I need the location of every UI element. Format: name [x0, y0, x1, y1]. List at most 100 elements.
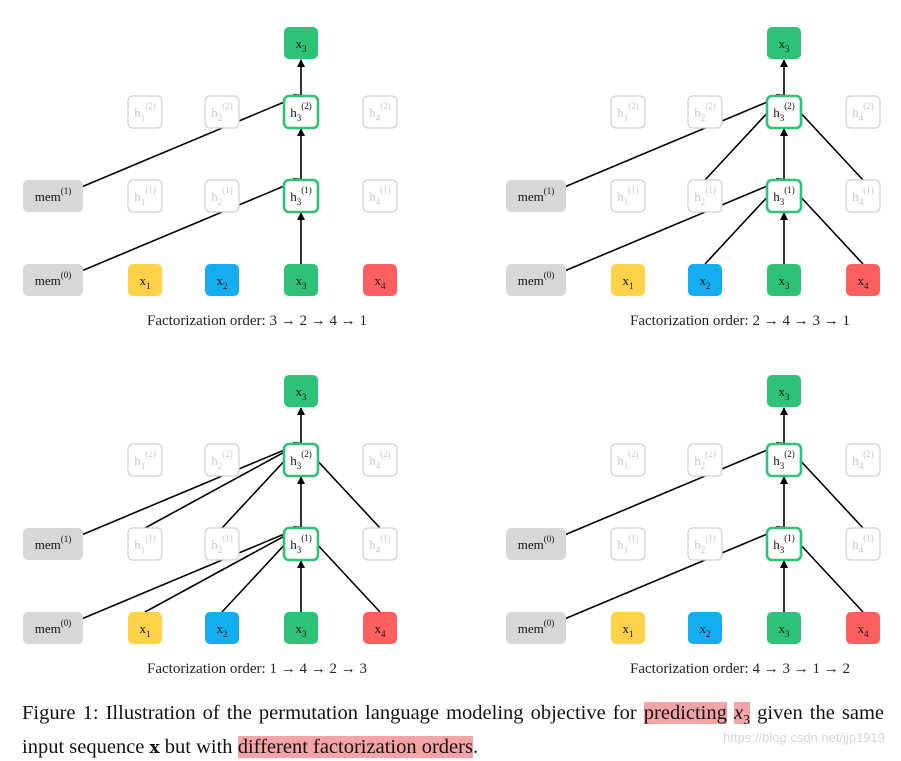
input-token-x2 [688, 264, 722, 296]
hidden-h2-2-label: h2(2) [694, 449, 716, 471]
hidden-h1-2-label: h2(1) [211, 185, 233, 207]
factorization-order-text: Factorization order: 2 → 4 → 3 → 1 [630, 313, 850, 329]
hidden-h1-2-box [687, 527, 723, 561]
hidden-h2-1-box [610, 95, 646, 129]
hidden-h2-4-box [845, 443, 881, 477]
hidden-h2-3-box [765, 442, 803, 478]
output-token-box [767, 375, 801, 407]
mem-upper-label: mem(1) [518, 186, 555, 204]
mem-upper-box [506, 180, 566, 212]
hidden-h2-4-label: h4(2) [852, 101, 874, 123]
edge-layer2-mem1 [561, 442, 785, 537]
hidden-h1-1-label: h1(1) [134, 533, 156, 555]
hidden-h1-4-box [362, 527, 398, 561]
mem-lower-label: mem(0) [518, 270, 555, 288]
input-label-x2: x2 [217, 273, 228, 291]
hidden-h2-4-label: h4(2) [369, 101, 391, 123]
mem-upper-box [23, 180, 83, 212]
mem-lower-box [506, 612, 566, 644]
input-token-x1 [128, 612, 162, 644]
hidden-h2-2-label: h2(2) [211, 449, 233, 471]
hidden-h1-3-label: h3(1) [290, 533, 312, 555]
hidden-h1-2-label: h2(1) [694, 185, 716, 207]
diagram-panel-1: mem(0)mem(1)x1h1(1)h1(2)x2h2(1)h2(2)x3h3… [23, 27, 398, 329]
output-token-label: x3 [296, 384, 308, 402]
input-token-x3 [284, 612, 318, 644]
input-token-x1 [611, 612, 645, 644]
caption-math-sub: 3 [743, 713, 751, 729]
hidden-h2-3-box [282, 442, 320, 478]
hidden-h2-2-box [687, 443, 723, 477]
output-token-box [284, 27, 318, 59]
hidden-h2-3-box [765, 94, 803, 130]
hidden-h1-3-box [282, 526, 320, 562]
hidden-h1-3-box [765, 526, 803, 562]
caption-prefix: Figure 1: Illustration of the permutatio… [22, 702, 644, 724]
hidden-h2-2-box [687, 95, 723, 129]
diagram-panel-4: mem(0)mem(0)x1h1(1)h1(2)x2h2(1)h2(2)x3h3… [506, 375, 881, 677]
hidden-h1-2-box [204, 179, 240, 213]
watermark: https://blog.csdn.net/jjp1919 [723, 730, 885, 745]
hidden-h2-3-box [282, 94, 320, 130]
hidden-h2-1-label: h1(2) [617, 449, 639, 471]
hidden-h1-4-label: h4(1) [852, 533, 874, 555]
mem-upper-label: mem(1) [35, 534, 72, 552]
hidden-h1-2-label: h2(1) [211, 533, 233, 555]
edge-layer2-h1 [144, 442, 302, 529]
mem-upper-box [506, 528, 566, 560]
hidden-h1-1-box [127, 179, 163, 213]
hidden-h1-1-box [127, 527, 163, 561]
input-label-x1: x1 [140, 621, 151, 639]
input-token-x3 [767, 612, 801, 644]
output-token-label: x3 [779, 36, 791, 54]
input-label-x1: x1 [623, 273, 634, 291]
input-token-x2 [205, 612, 239, 644]
hidden-h2-3-label: h3(2) [773, 101, 795, 123]
caption-mid: given the same input sequence [22, 702, 884, 759]
output-token-box [767, 27, 801, 59]
hidden-h2-1-box [610, 443, 646, 477]
input-token-x2 [688, 612, 722, 644]
hidden-h1-3-box [282, 178, 320, 214]
hidden-h2-4-box [845, 95, 881, 129]
figure-caption: Figure 1: Illustration of the permutatio… [22, 700, 884, 761]
output-token-box [284, 375, 318, 407]
hidden-h1-3-label: h3(1) [773, 185, 795, 207]
mem-lower-box [506, 264, 566, 296]
diagram-panel-3: mem(0)mem(1)x1h1(1)h1(2)x2h2(1)h2(2)x3h3… [23, 375, 398, 677]
edge-layer2-mem1 [78, 94, 302, 189]
input-label-x4: x4 [375, 273, 387, 291]
hidden-h2-4-box [362, 443, 398, 477]
input-token-x4 [363, 612, 397, 644]
input-token-x4 [846, 612, 880, 644]
input-label-x1: x1 [623, 621, 634, 639]
hidden-h1-1-label: h1(1) [617, 533, 639, 555]
hidden-h1-4-label: h4(1) [369, 533, 391, 555]
edge-layer2-mem1 [561, 94, 785, 189]
output-token-label: x3 [296, 36, 308, 54]
mem-upper-box [23, 528, 83, 560]
mem-lower-box [23, 264, 83, 296]
hidden-h2-1-label: h1(2) [617, 101, 639, 123]
hidden-h1-4-box [845, 179, 881, 213]
factorization-order-text: Factorization order: 1 → 4 → 2 → 3 [147, 661, 367, 677]
hidden-h2-4-label: h4(2) [369, 449, 391, 471]
input-label-x4: x4 [858, 273, 870, 291]
hidden-h1-1-label: h1(1) [617, 185, 639, 207]
input-label-x3: x3 [779, 621, 791, 639]
caption-mid2: but with [159, 736, 238, 759]
hidden-h2-4-box [362, 95, 398, 129]
mem-lower-label: mem(0) [35, 270, 72, 288]
hidden-h2-3-label: h3(2) [773, 449, 795, 471]
output-token-label: x3 [779, 384, 791, 402]
edge-layer1-mem0 [561, 178, 785, 273]
input-label-x3: x3 [296, 621, 308, 639]
edge-layer1-mem0 [78, 178, 302, 273]
caption-highlight-predicting: predicting [643, 702, 727, 724]
caption-space [727, 702, 734, 724]
input-label-x2: x2 [700, 273, 711, 291]
input-token-x1 [611, 264, 645, 296]
input-token-x3 [284, 264, 318, 296]
input-token-x4 [363, 264, 397, 296]
caption-math-x3: x3 [733, 702, 751, 728]
